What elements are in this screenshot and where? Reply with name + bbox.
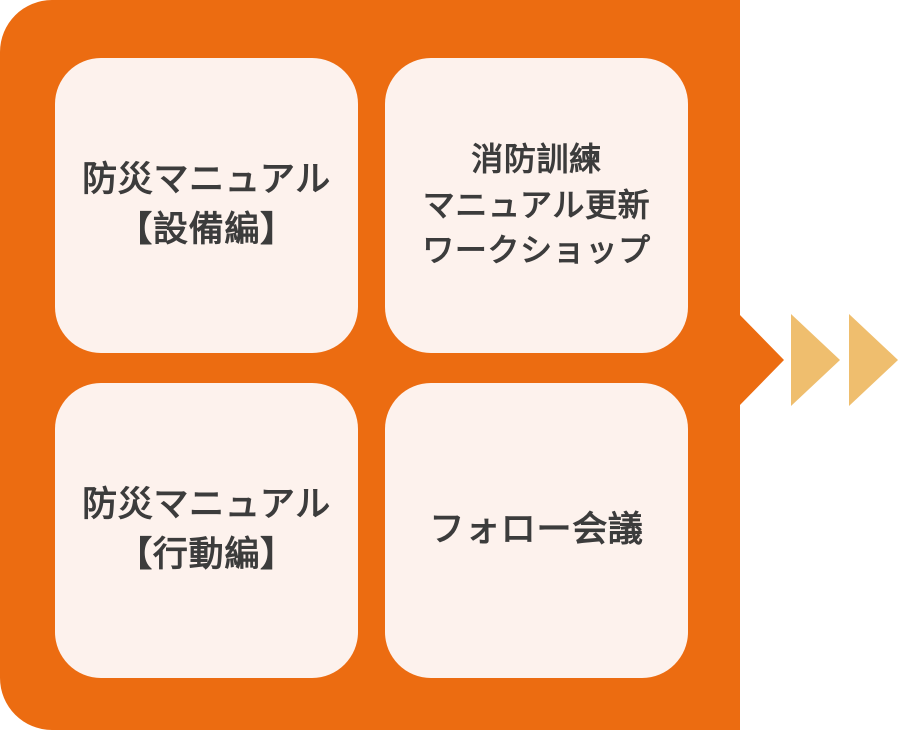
process-container-arrowhead [739,314,784,406]
card-follow-kaigi[interactable]: フォロー会議 [385,383,688,678]
card-label: 消防訓練 マニュアル更新 ワークショップ [422,140,651,270]
card-bosai-manual-setsubi[interactable]: 防災マニュアル 【設備編】 [55,58,358,353]
chevron-right-icon-2 [849,314,898,406]
card-grid: 防災マニュアル 【設備編】 消防訓練 マニュアル更新 ワークショップ 防災マニュ… [55,58,688,678]
card-label: フォロー会議 [429,509,644,550]
card-shobo-kunren-workshop[interactable]: 消防訓練 マニュアル更新 ワークショップ [385,58,688,353]
card-bosai-manual-kodo[interactable]: 防災マニュアル 【行動編】 [55,383,358,678]
card-label: 防災マニュアル 【設備編】 [82,159,331,250]
card-label: 防災マニュアル 【行動編】 [82,484,331,575]
chevron-right-icon-1 [791,314,840,406]
